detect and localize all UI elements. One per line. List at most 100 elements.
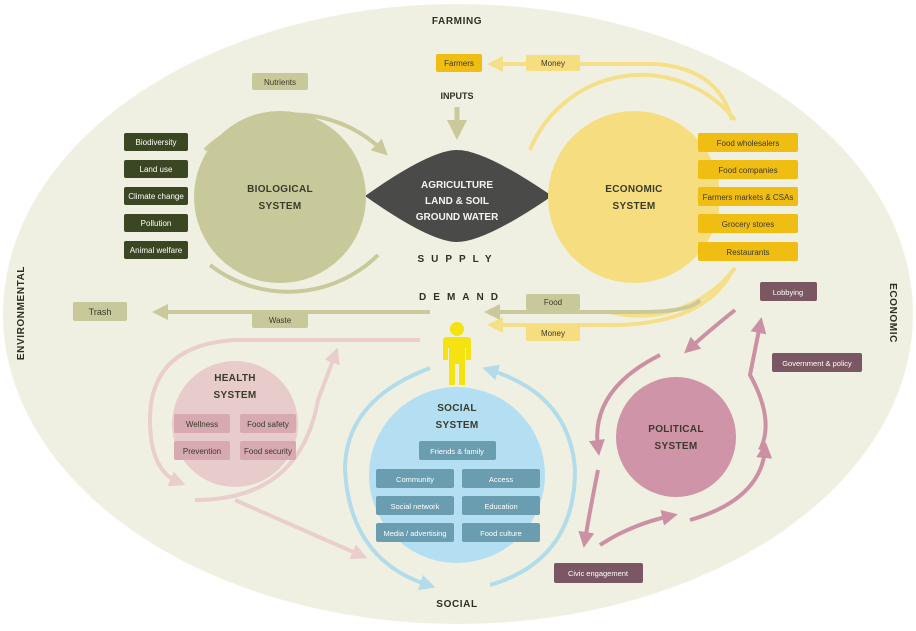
social-education: Education [484,502,517,511]
lobbying-label: Lobbying [773,288,803,297]
edge-label-farming: FARMING [432,16,482,27]
actor-box-restaurants [698,242,798,261]
trash-box [73,302,127,321]
land-soil-label: LAND & SOIL [425,196,489,207]
social-title-line2: SYSTEM [436,420,479,431]
health-box-food-security [240,441,296,460]
economic-actor-list: Food wholesalers Food companies Farmers … [698,133,798,261]
food-box [526,294,580,310]
supply-label: SUPPLY [417,254,498,265]
social-box-community [376,469,454,488]
farmers-label: Farmers [444,59,474,68]
factor-climate-change: Climate change [128,192,184,201]
social-box-education [462,496,540,515]
social-box-food-culture [462,523,540,542]
actor-restaurants: Restaurants [726,248,769,257]
actor-box-farmers-markets [698,187,798,206]
food-demand-arrow [484,298,702,320]
health-wellness: Wellness [186,420,218,429]
health-box-wellness [174,414,230,433]
edge-label-social: SOCIAL [436,599,477,610]
actor-grocery-stores: Grocery stores [722,220,774,229]
social-box-access [462,469,540,488]
health-box-prevention [174,441,230,460]
social-box-media [376,523,454,542]
economic-cycle-arc-top [528,72,737,151]
actor-food-companies: Food companies [718,166,777,175]
money-to-farmers-arrow [487,56,734,121]
political-title-line2: SYSTEM [655,441,698,452]
health-title-line2: SYSTEM [214,390,257,401]
social-arc-left [342,366,436,591]
factor-box-land-use [124,160,188,178]
biological-factor-list: Biodiversity Land use Climate change Pol… [124,133,188,259]
factor-box-biodiversity [124,133,188,151]
factor-box-pollution [124,214,188,232]
money-bottom-label: Money [541,329,565,338]
social-food-culture: Food culture [480,529,522,538]
waste-box [252,312,308,328]
farmers-box [436,54,482,72]
social-box-friends-family [419,441,496,460]
actor-box-food-companies [698,160,798,179]
social-box-social-network [376,496,454,515]
edge-label-economic: ECONOMIC [887,283,898,343]
factor-box-climate-change [124,187,188,205]
civic-box [554,563,643,583]
social-social-network: Social network [391,502,440,511]
political-arc-top [684,308,737,354]
ground-water-label: GROUND WATER [416,212,499,223]
social-media-advertising: Media / advertising [384,529,447,538]
health-food-safety: Food safety [247,420,289,429]
actor-box-grocery-stores [698,214,798,233]
government-box [772,353,862,372]
political-system-circle [616,377,736,497]
factor-pollution: Pollution [141,219,172,228]
economic-system-circle [548,111,720,283]
actor-farmers-markets: Farmers markets & CSAs [703,193,794,202]
health-arrow-inner [194,347,340,502]
political-arc-bottom [598,509,678,547]
money-top-label: Money [541,59,565,68]
health-title-line1: HEALTH [214,373,256,384]
nutrients-box [252,73,308,90]
factor-biodiversity: Biodiversity [136,138,177,147]
agriculture-label: AGRICULTURE [421,180,493,191]
health-arrow-to-social [234,498,368,560]
political-arc-left [588,353,661,456]
money-bottom-box [526,324,580,341]
political-title-line1: POLITICAL [648,424,703,435]
political-arc-bottom-right [689,442,773,522]
social-community: Community [396,475,434,484]
biological-title-line2: SYSTEM [259,201,302,212]
social-access: Access [489,475,513,484]
political-arc-to-civic [578,469,600,548]
biological-cycle-arc-bottom [208,253,380,294]
actor-box-food-wholesalers [698,133,798,152]
factor-box-animal-welfare [124,241,188,259]
money-demand-arrow [487,273,732,333]
food-label: Food [544,298,562,307]
person-icon [443,322,471,385]
social-title-line1: SOCIAL [437,403,477,414]
government-label: Government & policy [782,359,852,368]
social-arc-right [482,364,578,587]
biological-title-line1: BIOLOGICAL [247,184,313,195]
factor-animal-welfare: Animal welfare [130,246,183,255]
actor-food-wholesalers: Food wholesalers [717,139,780,148]
inputs-label: INPUTS [440,91,473,101]
demand-label: DEMAND [419,292,505,303]
economic-title-line1: ECONOMIC [605,184,662,195]
economic-title-line2: SYSTEM [613,201,656,212]
factor-land-use: Land use [140,165,173,174]
health-box-food-safety [240,414,296,433]
agriculture-lens [365,150,552,242]
health-food-security: Food security [244,447,292,456]
trash-label: Trash [89,307,112,317]
biological-system-circle [194,111,366,283]
health-prevention: Prevention [183,447,221,456]
social-system-circle [369,387,545,563]
money-top-box [526,55,580,71]
